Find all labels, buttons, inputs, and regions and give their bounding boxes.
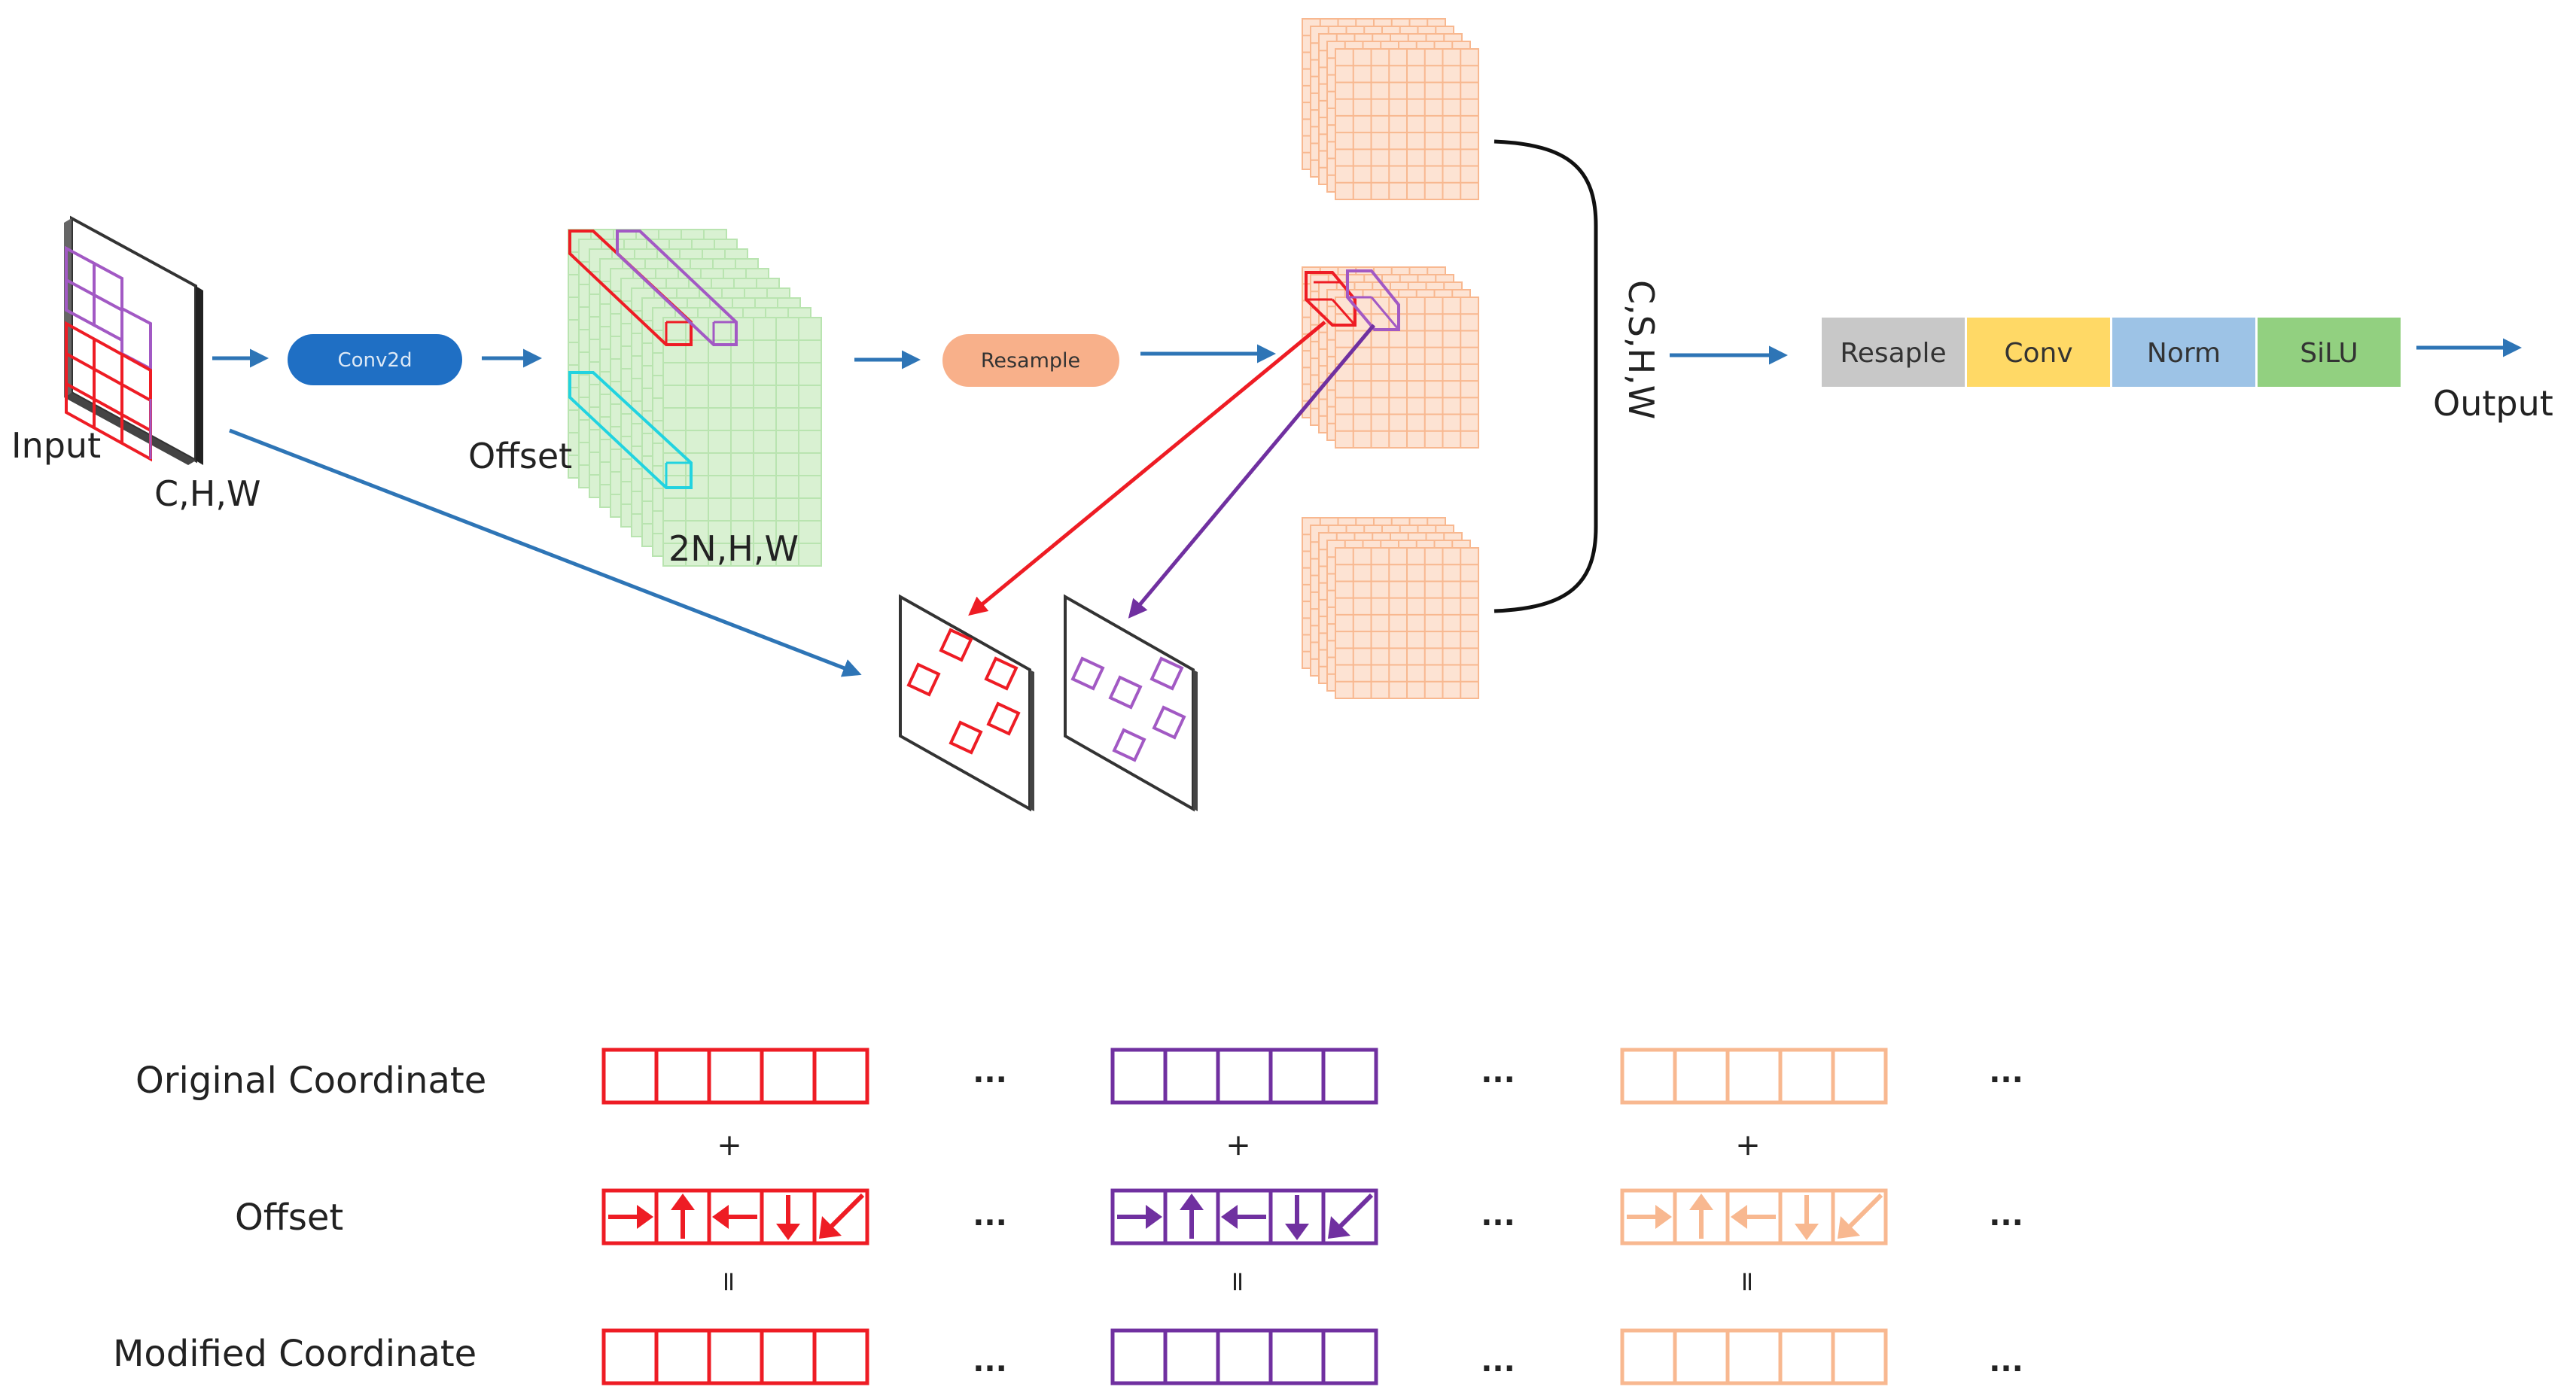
pipeline-step: Norm xyxy=(2112,318,2255,387)
pipeline-step-label: Conv xyxy=(2004,338,2072,369)
offset-tensor xyxy=(568,229,822,567)
equals-sign: = xyxy=(1223,1270,1253,1293)
sampled-stack-bottom xyxy=(1302,517,1479,699)
left-arrow-icon xyxy=(712,1205,757,1229)
plus-sign: + xyxy=(1735,1128,1761,1163)
equals-sign: = xyxy=(1732,1270,1763,1293)
down-left-arrow-icon xyxy=(819,1193,865,1239)
left-arrow-icon xyxy=(1731,1205,1776,1229)
pipeline-step: Resaple xyxy=(1822,318,1965,387)
modified-coordinate-cells xyxy=(1620,1328,1888,1385)
input-feature-map xyxy=(64,215,203,465)
concat-bracket xyxy=(1494,139,1598,613)
concat-dims-label: C,S,H,W xyxy=(1621,280,1661,419)
equals-sign: = xyxy=(714,1270,744,1293)
original-coordinate-cells xyxy=(601,1048,869,1105)
left-arrow-icon xyxy=(1221,1205,1266,1229)
sampled-stack-middle xyxy=(1302,266,1479,449)
offset-cells xyxy=(1620,1188,1888,1245)
sample-grid-layer xyxy=(1335,547,1479,699)
resample-op: Resample xyxy=(942,334,1119,387)
modified-coordinate-label: Modified Coordinate xyxy=(113,1333,477,1375)
ellipsis: ... xyxy=(973,1198,1007,1233)
down-arrow-icon xyxy=(1795,1195,1819,1240)
sample-plane-red xyxy=(899,594,1034,812)
offset-cells xyxy=(601,1188,869,1245)
ellipsis: ... xyxy=(973,1344,1007,1379)
offset-purple-bar xyxy=(616,230,738,346)
plus-sign: + xyxy=(1226,1128,1251,1163)
pipeline-step: Conv xyxy=(1967,318,2110,387)
input-dims-label: C,H,W xyxy=(154,473,260,514)
offset-grid-layer xyxy=(662,317,822,567)
pipeline-step-label: Norm xyxy=(2147,338,2221,369)
up-arrow-icon xyxy=(671,1194,695,1239)
arrow-input-to-sample-planes xyxy=(229,428,862,677)
output-label: Output xyxy=(2433,383,2553,424)
offset-label: Offset xyxy=(468,436,572,476)
sample-plane-purple xyxy=(1064,594,1198,812)
original-coordinate-cells xyxy=(1110,1048,1378,1105)
up-arrow-icon xyxy=(1689,1194,1713,1239)
output-pipeline: Resaple Conv Norm SiLU xyxy=(1822,318,2401,387)
offset-dims-label: 2N,H,W xyxy=(668,528,799,569)
input-label: Input xyxy=(11,425,101,466)
down-left-arrow-icon xyxy=(1838,1193,1883,1239)
arrow-red-sampling xyxy=(968,321,1326,616)
modified-coordinate-cells xyxy=(1110,1328,1378,1385)
down-arrow-icon xyxy=(1285,1195,1309,1240)
sample-grid-layer xyxy=(1335,48,1479,200)
resample-label: Resample xyxy=(981,349,1080,373)
plus-sign: + xyxy=(717,1128,742,1163)
ellipsis: ... xyxy=(1989,1344,2023,1379)
ellipsis: ... xyxy=(1481,1198,1515,1233)
original-coordinate-cells xyxy=(1620,1048,1888,1105)
offset-row-label: Offset xyxy=(235,1197,343,1239)
pipeline-step-label: Resaple xyxy=(1840,338,1946,369)
up-arrow-icon xyxy=(1180,1194,1204,1239)
conv2d-op: Conv2d xyxy=(288,334,462,385)
sample-grid-layer xyxy=(1335,297,1479,449)
offset-cyan-bar xyxy=(568,371,693,489)
modified-coordinate-cells xyxy=(601,1328,869,1385)
original-coordinate-label: Original Coordinate xyxy=(135,1060,486,1102)
ellipsis: ... xyxy=(973,1055,1007,1090)
offset-cells xyxy=(1110,1188,1378,1245)
pipeline-step-label: SiLU xyxy=(2300,338,2358,369)
ellipsis: ... xyxy=(1481,1344,1515,1379)
ellipsis: ... xyxy=(1989,1198,2023,1233)
conv2d-label: Conv2d xyxy=(338,349,413,372)
down-left-arrow-icon xyxy=(1328,1193,1374,1239)
right-arrow-icon xyxy=(608,1205,653,1229)
ellipsis: ... xyxy=(1481,1055,1515,1090)
middle-stack-highlight xyxy=(1305,269,1400,331)
ellipsis: ... xyxy=(1989,1055,2023,1090)
down-arrow-icon xyxy=(776,1195,800,1240)
right-arrow-icon xyxy=(1627,1205,1672,1229)
coordinate-table: + = + = + =........................... xyxy=(601,1048,2023,1385)
right-arrow-icon xyxy=(1117,1205,1162,1229)
sampled-stack-top xyxy=(1302,18,1479,200)
arrow-purple-sampling xyxy=(1128,324,1375,619)
pipeline-step: SiLU xyxy=(2258,318,2401,387)
